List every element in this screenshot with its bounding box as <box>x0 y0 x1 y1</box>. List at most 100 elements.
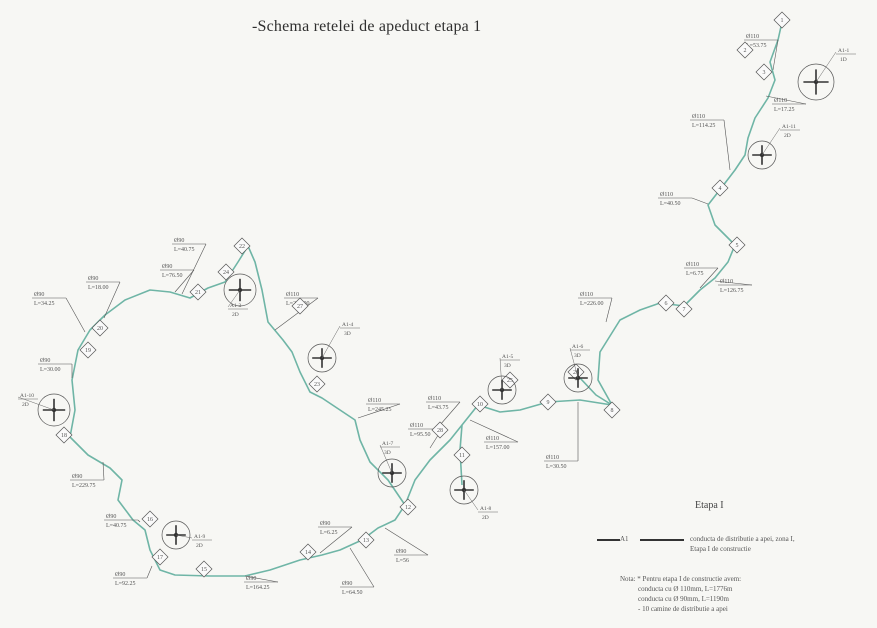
legend-title: Etapa I <box>695 500 724 511</box>
node-number: 8 <box>611 408 614 414</box>
pipe-label-leader <box>102 461 105 481</box>
network-node: 17 <box>151 548 169 566</box>
pipe-label-leader <box>384 527 429 556</box>
pipe-label-leader <box>349 547 375 588</box>
hydrant-type: 3D <box>504 363 511 369</box>
hydrant-symbol: A1-92D <box>161 520 212 550</box>
legend-description: conducta de distributie a apei, zona I, … <box>690 534 795 554</box>
node-diamond-shape <box>357 531 375 549</box>
hydrant-symbol: A1-5 3D <box>487 354 520 405</box>
pipe-label-leader <box>65 297 86 333</box>
hydrant-code: A1-10 <box>20 393 34 399</box>
hydrant-leader <box>463 489 479 511</box>
hydrant-type: 2D <box>482 515 489 521</box>
hydrant-code: A1-4 <box>342 322 354 328</box>
network-node: 21 <box>189 283 207 301</box>
pipe-label-diameter: Ø90 <box>88 276 98 282</box>
node-number: 15 <box>201 567 207 573</box>
legend-desc-line-1: conducta de distributie a apei, zona I, <box>690 535 795 543</box>
node-number: 24 <box>223 270 229 276</box>
node-diamond-shape <box>773 11 791 29</box>
network-node: 2 <box>736 41 754 59</box>
pipe-label-length: L=30.00 <box>40 367 61 373</box>
pipe-label-diameter: Ø90 <box>72 474 82 480</box>
hydrant-leader <box>499 357 503 391</box>
network-node: 24 <box>217 263 235 281</box>
network-node: 25 <box>501 371 519 389</box>
node-diamond-shape <box>539 393 557 411</box>
network-node: 23 <box>308 375 326 393</box>
hydrant-symbol: A1-63D <box>563 344 593 393</box>
hydrant-leader <box>815 51 837 83</box>
node-number: 21 <box>195 290 201 296</box>
hydrant-type: 2D <box>784 133 791 139</box>
pipe-label-diameter: Ø110 <box>286 292 299 298</box>
pipe-label-leader <box>137 519 141 523</box>
node-number: 17 <box>157 555 163 561</box>
hydrant-symbol: A1-82D <box>449 475 498 521</box>
hydrant-circle <box>797 63 835 101</box>
pipe-label-diameter: Ø90 <box>174 238 184 244</box>
network-node: 15 <box>195 560 213 578</box>
pipe-label-diameter: Ø90 <box>396 549 406 555</box>
network-node: 7 <box>675 300 693 318</box>
pipe-spur <box>579 377 613 406</box>
network-node: 10 <box>471 395 489 413</box>
pipe-label-length: L=95.50 <box>410 432 431 438</box>
pipe-middle <box>404 399 613 506</box>
pipe-label-length: L=114.25 <box>692 123 715 129</box>
network-node: 22 <box>233 237 251 255</box>
hydrant-symbol: A1-43D <box>307 322 360 373</box>
hydrant-symbol: A1-73D <box>377 441 407 488</box>
node-diamond-shape <box>567 363 585 381</box>
pipe-label-diameter: Ø110 <box>428 396 441 402</box>
node-number: 7 <box>683 307 686 313</box>
node-number: 18 <box>61 433 67 439</box>
hydrant-type: 2D <box>196 543 203 549</box>
label-leaders <box>32 39 807 588</box>
node-diamond-shape <box>291 297 309 315</box>
node-diamond-shape <box>189 283 207 301</box>
pipe-label-leader <box>181 243 207 295</box>
network-node: 20 <box>91 319 109 337</box>
hydrant-symbol: A1-11 2D <box>747 124 800 170</box>
pipe-label-length: L=164.25 <box>246 585 270 591</box>
node-number: 2 <box>744 48 747 54</box>
node-number: 1 <box>781 18 784 24</box>
hydrant-type: 2D <box>22 402 29 408</box>
hydrant-type: 1D <box>840 57 847 63</box>
pipe-label-diameter: Ø110 <box>692 114 705 120</box>
hydrant-code: A1-11 <box>782 124 796 130</box>
note-line-4: - 10 camine de distributie a apei <box>638 605 728 613</box>
pipe-network <box>69 21 783 577</box>
node-diamond-shape <box>675 300 693 318</box>
node-diamond-shape <box>308 375 326 393</box>
pipe-label-length: L=157.00 <box>486 445 510 451</box>
pipe-label-diameter: Ø110 <box>686 262 699 268</box>
node-diamond-shape <box>728 236 746 254</box>
pipe-label-leader <box>357 403 401 419</box>
network-node: 11 <box>453 446 471 464</box>
node-diamond-shape <box>79 341 97 359</box>
hydrant-symbol: A1-10 2D <box>17 393 71 427</box>
pipe-loop <box>69 245 406 577</box>
node-number: 26 <box>573 370 579 376</box>
pipe-label-leader <box>765 95 807 105</box>
pipe-label-leader <box>174 269 195 293</box>
node-diamond-shape <box>755 63 773 81</box>
hydrant-code: A1-5 <box>502 354 514 360</box>
hydrant-code: A1-7 <box>382 441 394 447</box>
pipe-label-length: L=53.75 <box>746 43 767 49</box>
network-node: 8 <box>603 401 621 419</box>
hydrant-leader <box>227 289 241 308</box>
network-node: 5 <box>728 236 746 254</box>
